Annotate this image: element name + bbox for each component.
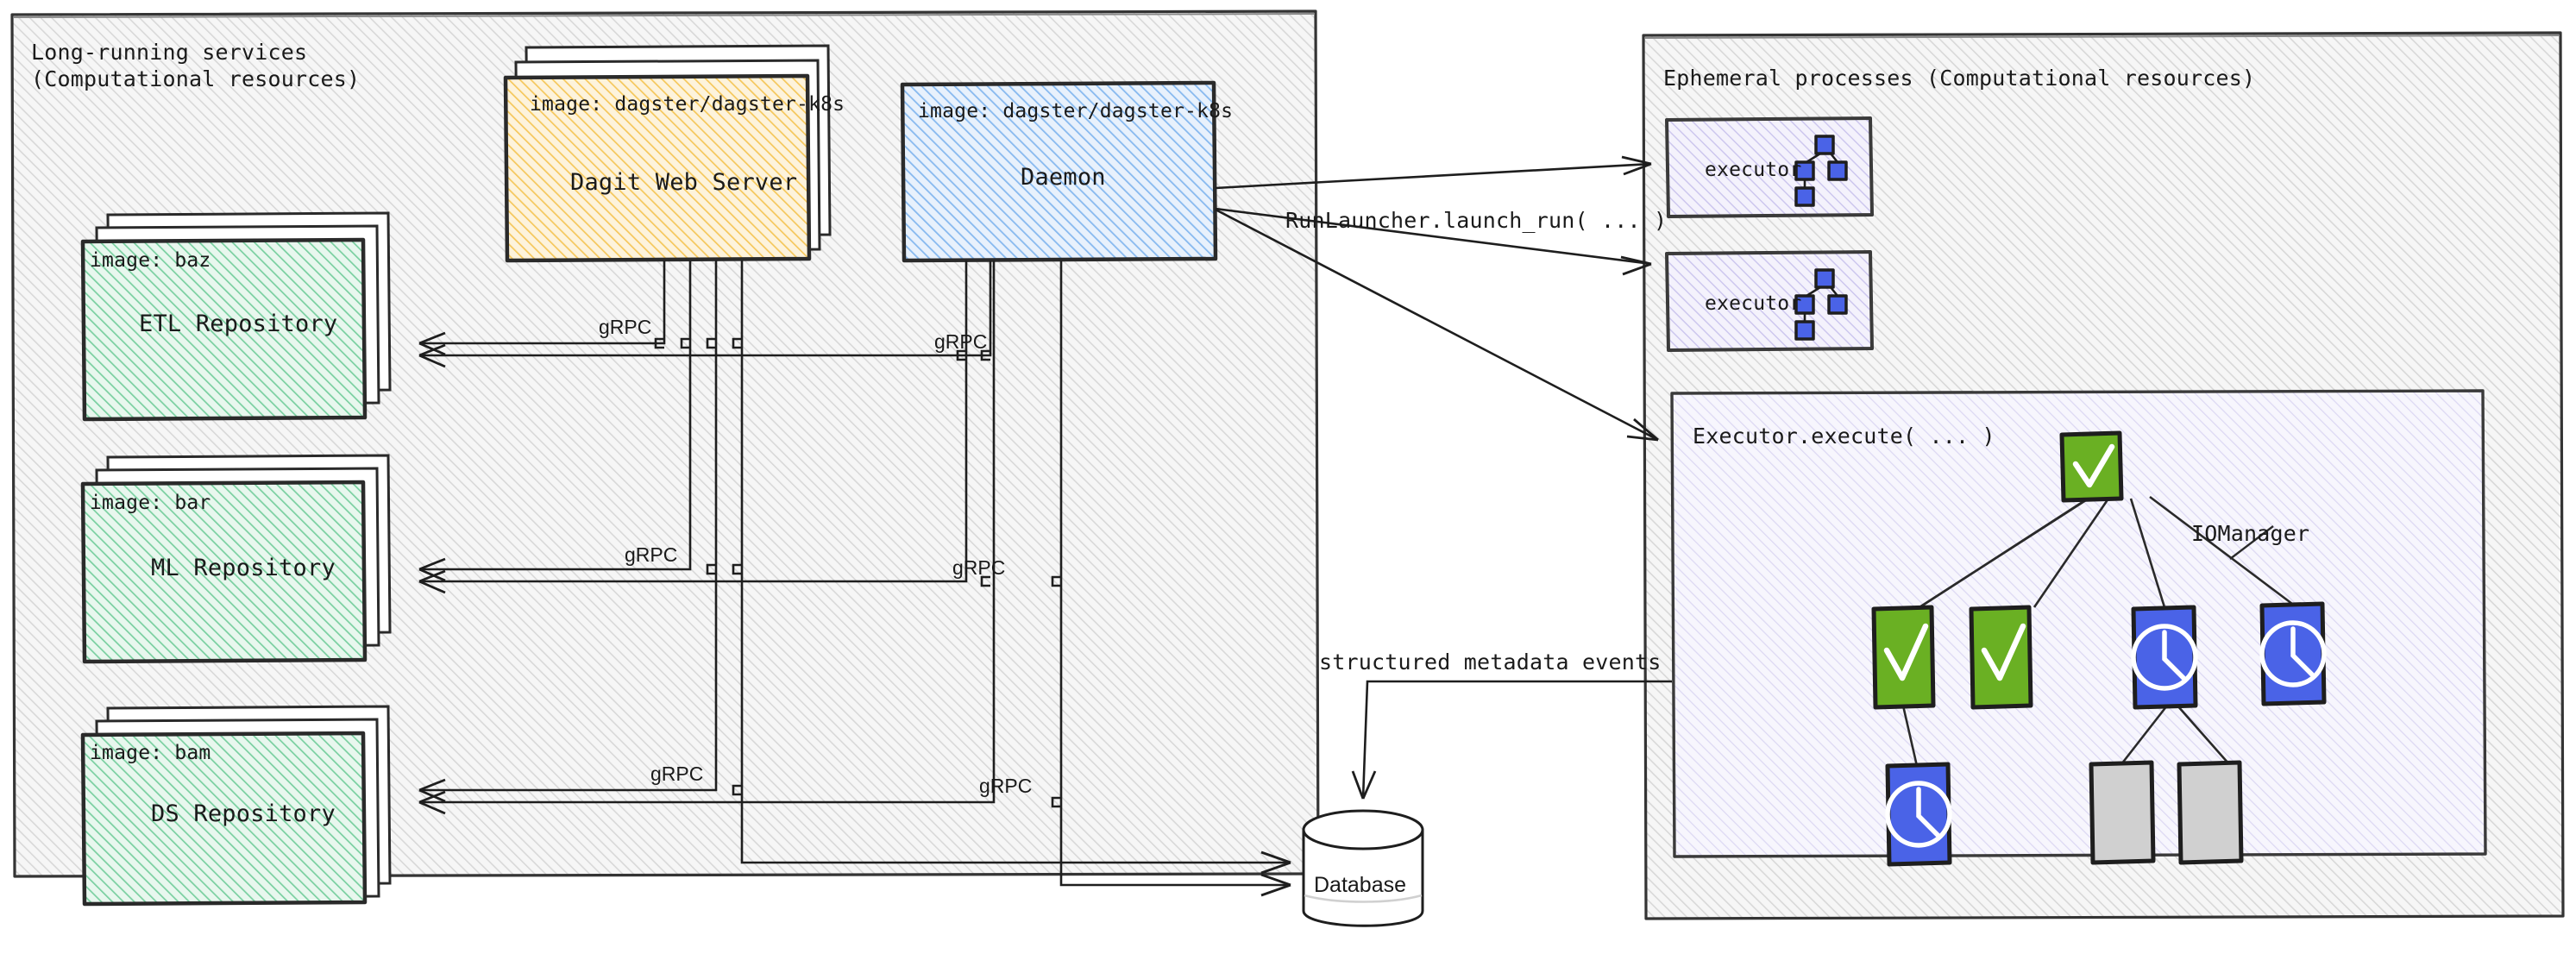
executor-execute-label: Executor.execute( ... ) xyxy=(1693,424,1995,449)
dag-node-a[interactable] xyxy=(1871,605,1936,710)
edge-daemon-to-etl xyxy=(418,260,992,368)
daemon-title: Daemon xyxy=(1021,164,1106,191)
grpc-label-dagit-ml: gRPC xyxy=(625,543,678,566)
dagit-image-label: image: dagster/dagster-k8s xyxy=(530,93,845,116)
executor-1-label: executor xyxy=(1705,159,1802,181)
iomanager-leader-line xyxy=(2229,525,2274,560)
edge-daemon-to-executor-1 xyxy=(1215,155,1652,190)
dag-node-c[interactable] xyxy=(2131,605,2198,710)
iomanager-label: IOManager xyxy=(2191,521,2310,546)
grpc-label-daemon-etl: gRPC xyxy=(934,330,988,353)
daemon-image-label: image: dagster/dagster-k8s xyxy=(918,100,1234,122)
edge-daemon-to-executor-2 xyxy=(1215,207,1652,276)
executor-2-label: executor xyxy=(1705,292,1802,315)
dag-node-root[interactable] xyxy=(2059,430,2124,503)
database-cylinder[interactable] xyxy=(1302,809,1424,927)
dag-graph-icon-1 xyxy=(1794,135,1848,207)
dag-node-e[interactable] xyxy=(1885,762,1952,867)
line-jump-hops xyxy=(654,337,1061,808)
grpc-label-daemon-ml: gRPC xyxy=(952,556,1006,579)
edge-structured-metadata-to-database xyxy=(1351,680,1672,800)
dag-graph-icon-2 xyxy=(1794,268,1848,341)
dag-node-f[interactable] xyxy=(2089,760,2156,865)
repository-etl[interactable] xyxy=(80,211,392,422)
grpc-label-dagit-etl: gRPC xyxy=(599,316,652,338)
edge-dagit-to-ml xyxy=(418,260,692,582)
edge-daemon-to-executor-panel xyxy=(1215,208,1659,442)
container-title-ephemeral: Ephemeral processes (Computational resou… xyxy=(1663,66,2256,91)
dag-node-b[interactable] xyxy=(1969,605,2033,710)
structured-metadata-label: structured metadata events xyxy=(1319,650,1662,675)
container-title-long-running: Long-running services (Computational res… xyxy=(31,40,361,91)
edge-daemon-to-database xyxy=(1059,260,1291,897)
repository-ds[interactable] xyxy=(80,705,392,907)
ml-title: ML Repository xyxy=(151,555,336,581)
run-launcher-label: RunLauncher.launch_run( ... ) xyxy=(1285,208,1668,233)
database-label: Database xyxy=(1314,873,1407,897)
dag-node-d[interactable] xyxy=(2259,601,2327,706)
grpc-label-daemon-ds: gRPC xyxy=(979,775,1033,797)
dag-node-edges xyxy=(1901,495,2293,767)
ml-image-label: image: bar xyxy=(90,492,211,514)
service-dagit-web-server[interactable] xyxy=(503,44,832,263)
ds-title: DS Repository xyxy=(151,800,336,827)
edge-daemon-to-ds xyxy=(418,260,996,815)
dag-node-g[interactable] xyxy=(2177,760,2244,865)
etl-image-label: image: baz xyxy=(90,249,211,272)
grpc-label-dagit-ds: gRPC xyxy=(650,763,704,785)
edge-dagit-to-ds xyxy=(418,260,718,803)
executor-execute-panel xyxy=(1670,389,2487,858)
etl-title: ETL Repository xyxy=(139,311,338,337)
ds-image-label: image: bam xyxy=(90,742,211,764)
edge-daemon-to-ml xyxy=(418,260,968,594)
dagit-title: Dagit Web Server xyxy=(570,169,798,196)
edge-dagit-to-database xyxy=(740,260,1291,875)
repository-ml[interactable] xyxy=(80,454,392,664)
service-daemon[interactable] xyxy=(900,80,1218,263)
edge-dagit-to-etl xyxy=(418,260,666,356)
